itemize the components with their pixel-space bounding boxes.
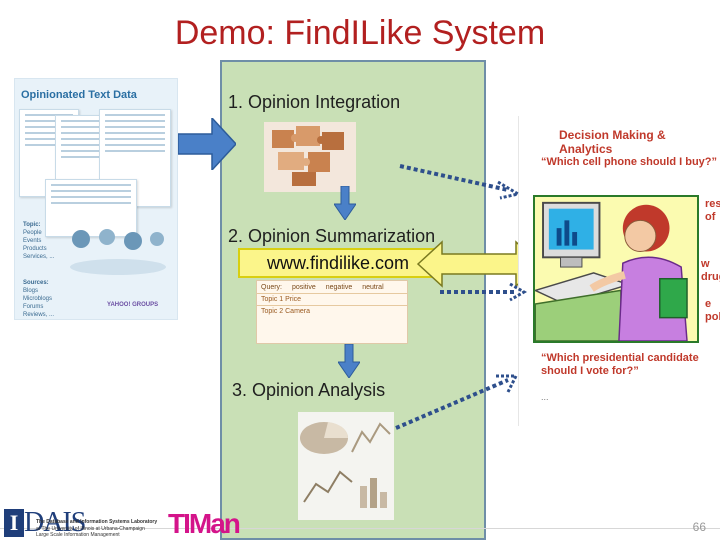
down-arrow-1-icon bbox=[334, 186, 356, 220]
lab-name-line-2: at The University of Illinois at Urbana-… bbox=[36, 526, 145, 532]
summary-header-negative: negative bbox=[325, 284, 353, 291]
sources-label: Sources: bbox=[23, 280, 49, 286]
topic-block: Topic: People Events Products Services, … bbox=[23, 221, 83, 261]
presidential-candidate-quote: “Which presidential candidate should I v… bbox=[541, 352, 699, 377]
summary-row-2: Topic 2 Camera bbox=[257, 305, 407, 317]
people-icon bbox=[70, 229, 166, 275]
summary-table-image: Query: positive negative neutral Topic 1… bbox=[256, 280, 408, 344]
topic-items: People Events Products Services, ... bbox=[23, 230, 55, 260]
dotted-arrow-3-icon bbox=[395, 374, 519, 430]
dais-logo: I DAIS The Database and Information Syst… bbox=[4, 505, 164, 539]
dais-wordmark: DAIS bbox=[24, 507, 86, 538]
summary-header-positive: positive bbox=[292, 284, 316, 291]
stage-opinion-summarization: 2. Opinion Summarization bbox=[228, 226, 436, 246]
right-panel-ellipsis: ... bbox=[541, 392, 549, 402]
opinionated-text-data-panel: Opinionated Text Data Topic: People Even… bbox=[14, 78, 178, 320]
dotted-arrow-2-icon bbox=[440, 282, 528, 302]
cell-phone-quote: “Which cell phone should I buy?” bbox=[541, 156, 717, 168]
document-sheet bbox=[45, 179, 137, 237]
stage-opinion-analysis: 3. Opinion Analysis bbox=[232, 380, 386, 400]
sources-block: Sources: Blogs Microblogs Forums Reviews… bbox=[23, 279, 83, 319]
lab-name-line-3: Large Scale Information Management bbox=[36, 532, 120, 538]
summary-row-1: Topic 1 Price bbox=[257, 293, 407, 305]
page-number: 66 bbox=[692, 520, 706, 534]
summary-header-query: Query: bbox=[261, 284, 283, 291]
opinionated-text-data-title: Opinionated Text Data bbox=[21, 89, 137, 101]
puzzle-pieces-icon bbox=[264, 122, 356, 192]
decision-making-title: Decision Making & Analytics bbox=[559, 128, 666, 156]
dotted-arrow-1-icon bbox=[399, 164, 522, 200]
summary-table-header: Query: positive negative neutral bbox=[257, 281, 407, 293]
yahoo-groups-label: YAHOO! GROUPS bbox=[107, 302, 159, 308]
partial-text-1: res of bbox=[705, 198, 720, 223]
lab-name-line-1: The Database and Information Systems Lab… bbox=[36, 519, 158, 525]
woman-at-computer-clipart bbox=[533, 195, 699, 343]
partial-text-3: e policy bbox=[705, 298, 720, 323]
down-arrow-2-icon bbox=[338, 344, 360, 378]
analysis-charts-icon bbox=[298, 412, 394, 520]
dais-i-mark: I bbox=[4, 509, 24, 537]
timan-logo: TIMan bbox=[168, 508, 241, 539]
input-arrow-icon bbox=[178, 118, 236, 170]
stage-opinion-integration: 1. Opinion Integration bbox=[228, 92, 401, 112]
sources-items: Blogs Microblogs Forums Reviews, ... bbox=[23, 288, 55, 318]
slide-title: Demo: FindILike System bbox=[174, 14, 546, 52]
partial-text-2: w drug?” bbox=[701, 258, 720, 283]
topic-label: Topic: bbox=[23, 222, 41, 228]
findilike-url-link[interactable]: www.findilike.com bbox=[238, 248, 438, 278]
footer-divider bbox=[0, 528, 720, 529]
summary-header-neutral: neutral bbox=[362, 284, 384, 291]
